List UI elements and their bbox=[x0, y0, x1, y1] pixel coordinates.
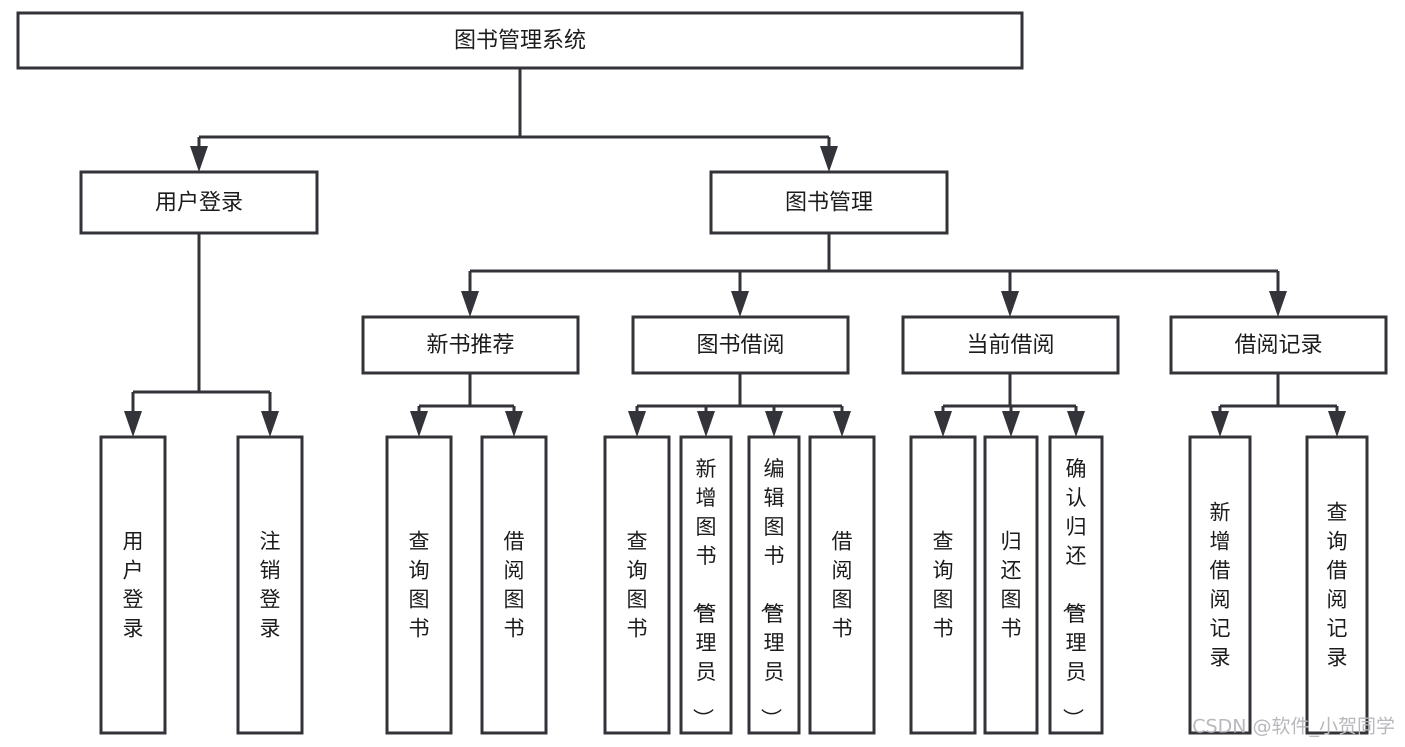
node-root[interactable]: 图书管理系统 bbox=[16, 11, 1024, 70]
node-label: 借阅图书 bbox=[832, 530, 853, 641]
node-leaf-query-record[interactable]: 查询借阅记录 bbox=[1305, 435, 1369, 735]
connector-edge-root-group bbox=[190, 68, 838, 172]
node-label: 图书借阅 bbox=[696, 333, 784, 358]
node-label: 新书推荐 bbox=[426, 333, 514, 358]
node-label: 查询图书 bbox=[409, 530, 430, 641]
watermark-label: CSDN @软件_小贺同学 bbox=[1192, 716, 1395, 738]
node-new-book-rec[interactable]: 新书推荐 bbox=[361, 315, 580, 375]
node-label: 注销登录 bbox=[260, 530, 281, 641]
node-label: 归还图书 bbox=[1001, 530, 1022, 641]
connector-edge-newbook-group bbox=[410, 373, 523, 437]
node-leaf-add-record[interactable]: 新增借阅记录 bbox=[1188, 435, 1252, 735]
node-borrow-record[interactable]: 借阅记录 bbox=[1169, 315, 1388, 375]
node-leaf-user-login[interactable]: 用户登录 bbox=[99, 435, 167, 735]
connector-edge-borrowrecord-group bbox=[1211, 373, 1346, 437]
node-label: 图书管理 bbox=[785, 191, 873, 216]
node-label: 确认归还（管理员） bbox=[1061, 457, 1087, 729]
node-leaf-borrow-book-2[interactable]: 借阅图书 bbox=[808, 435, 876, 735]
node-leaf-add-book[interactable]: 新增图书（管理员） bbox=[679, 435, 733, 735]
node-label: 借阅图书 bbox=[504, 530, 525, 641]
node-label: 借阅记录 bbox=[1234, 333, 1322, 358]
node-label: 查询借阅记录 bbox=[1327, 501, 1348, 670]
node-leaf-query-book-3[interactable]: 查询图书 bbox=[909, 435, 977, 735]
node-current-borrow[interactable]: 当前借阅 bbox=[901, 315, 1120, 375]
node-leaf-user-logout[interactable]: 注销登录 bbox=[236, 435, 304, 735]
node-leaf-edit-book[interactable]: 编辑图书（管理员） bbox=[747, 435, 801, 735]
node-book-manage[interactable]: 图书管理 bbox=[709, 170, 949, 235]
node-leaf-query-book-2[interactable]: 查询图书 bbox=[603, 435, 671, 735]
node-label: 图书管理系统 bbox=[454, 29, 586, 54]
node-leaf-return-book[interactable]: 归还图书 bbox=[983, 435, 1039, 735]
node-book-borrow[interactable]: 图书借阅 bbox=[631, 315, 850, 375]
connector-edge-userlogin-group bbox=[124, 233, 279, 437]
node-label: 编辑图书（管理员） bbox=[759, 457, 785, 729]
node-label: 当前借阅 bbox=[966, 333, 1054, 358]
connector-edge-currentborrow-group bbox=[934, 373, 1085, 437]
connector-edge-bookborrow-group bbox=[628, 373, 851, 437]
node-layer: 图书管理系统用户登录图书管理新书推荐图书借阅当前借阅借阅记录用户登录注销登录查询… bbox=[16, 11, 1388, 735]
node-label: 查询图书 bbox=[933, 530, 954, 641]
node-label: 新增图书（管理员） bbox=[691, 457, 717, 729]
connector-layer bbox=[124, 68, 1346, 437]
connector-edge-bookmanage-group bbox=[461, 233, 1287, 317]
node-leaf-query-book-1[interactable]: 查询图书 bbox=[385, 435, 453, 735]
node-label: 用户登录 bbox=[123, 530, 144, 641]
node-leaf-borrow-book-1[interactable]: 借阅图书 bbox=[480, 435, 548, 735]
node-label: 新增借阅记录 bbox=[1210, 501, 1231, 670]
node-label: 用户登录 bbox=[155, 191, 243, 216]
node-leaf-confirm-return[interactable]: 确认归还（管理员） bbox=[1048, 435, 1104, 735]
node-user-login[interactable]: 用户登录 bbox=[79, 170, 319, 235]
node-label: 查询图书 bbox=[627, 530, 648, 641]
